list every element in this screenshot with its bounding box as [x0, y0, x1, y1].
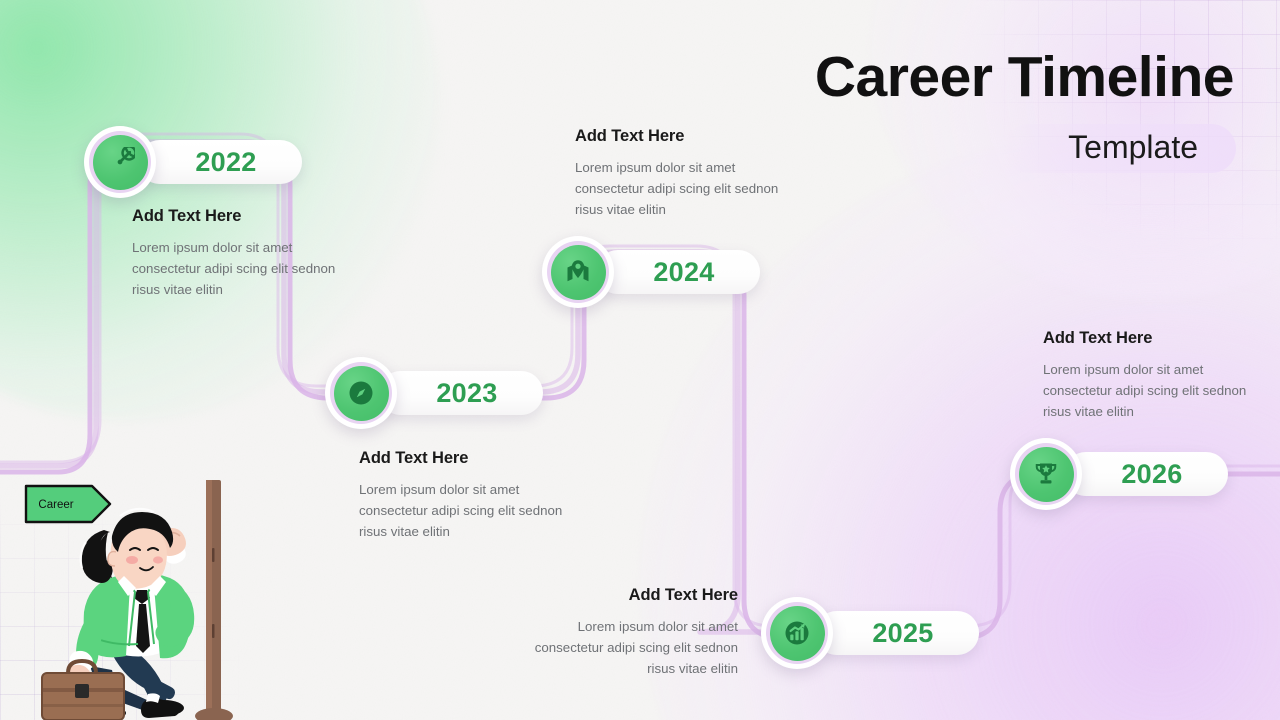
milestone-heading-2024: Add Text Here — [575, 127, 685, 145]
milestone-year-pill-2022: 2022 — [138, 140, 302, 184]
target-dart-icon — [117, 147, 135, 165]
milestone-body-2024: Lorem ipsum dolor sit amet consectetur a… — [575, 160, 779, 217]
milestone-node-2022[interactable]: 2022 — [84, 126, 302, 198]
icon-ring — [547, 241, 609, 303]
milestone-icon-badge-2026 — [1010, 438, 1082, 510]
page-subtitle: Template — [1068, 128, 1198, 165]
icon-core — [550, 244, 606, 300]
milestone-body-2023: Lorem ipsum dolor sit amet consectetur a… — [359, 482, 563, 539]
milestone-body-2022: Lorem ipsum dolor sit amet consectetur a… — [132, 240, 336, 297]
icon-core — [1018, 446, 1074, 502]
milestone-year-2022: 2022 — [195, 146, 257, 177]
milestone-text-block-2025: Add Text Here Lorem ipsum dolor sit amet… — [523, 586, 738, 679]
milestone-text-block-2023: Add Text Here Lorem ipsum dolor sit amet… — [359, 449, 574, 542]
milestone-year-pill-2025: 2025 — [815, 611, 979, 655]
signpost: Career — [24, 480, 233, 720]
milestone-year-pill-2024: 2024 — [596, 250, 760, 294]
milestone-icon-badge-2024 — [542, 236, 614, 308]
icon-ring — [766, 602, 828, 664]
milestone-text-block-2026: Add Text Here Lorem ipsum dolor sit amet… — [1043, 329, 1258, 422]
briefcase — [41, 658, 125, 720]
milestone-heading-2025: Add Text Here — [628, 586, 738, 604]
icon-ring — [330, 362, 392, 424]
milestone-node-2023[interactable]: 2023 — [325, 357, 543, 429]
career-illustration: Career — [24, 480, 233, 720]
milestone-year-pill-2023: 2023 — [379, 371, 543, 415]
milestone-icon-badge-2022 — [84, 126, 156, 198]
compass-icon — [349, 381, 373, 405]
milestone-text-block-2024: Add Text Here Lorem ipsum dolor sit amet… — [575, 127, 790, 220]
slide-header: Career Timeline Template — [594, 45, 1236, 174]
milestone-year-pill-2026: 2026 — [1064, 452, 1228, 496]
milestone-year-2023: 2023 — [436, 377, 498, 408]
milestone-icon-badge-2025 — [761, 597, 833, 669]
icon-core — [333, 365, 389, 421]
icon-ring — [89, 131, 151, 193]
milestone-body-2025: Lorem ipsum dolor sit amet consectetur a… — [534, 619, 738, 676]
icon-core — [92, 134, 148, 190]
milestone-year-2026: 2026 — [1121, 458, 1183, 489]
milestone-year-2024: 2024 — [653, 256, 715, 287]
page-title: Career Timeline — [814, 45, 1235, 109]
milestone-text-block-2022: Add Text Here Lorem ipsum dolor sit amet… — [132, 207, 347, 300]
trophy-icon — [1035, 463, 1057, 484]
location-pin-map-icon — [567, 260, 589, 282]
growth-bar-chart-icon — [785, 621, 809, 645]
subtitle-pill-background — [1004, 123, 1236, 174]
milestone-node-2025[interactable]: 2025 — [761, 597, 979, 669]
milestone-node-2024[interactable]: 2024 — [542, 236, 760, 308]
subtitle-container: Template — [1004, 123, 1236, 174]
icon-core — [769, 605, 825, 661]
milestone-heading-2023: Add Text Here — [359, 449, 469, 467]
signpost-label: Career — [38, 499, 73, 511]
icon-ring — [1015, 443, 1077, 505]
milestone-year-2025: 2025 — [872, 617, 934, 648]
milestone-node-2026[interactable]: 2026 — [1010, 438, 1228, 510]
milestone-heading-2026: Add Text Here — [1043, 329, 1153, 347]
milestone-body-2026: Lorem ipsum dolor sit amet consectetur a… — [1043, 362, 1247, 419]
milestone-heading-2022: Add Text Here — [132, 207, 242, 225]
milestone-icon-badge-2023 — [325, 357, 397, 429]
